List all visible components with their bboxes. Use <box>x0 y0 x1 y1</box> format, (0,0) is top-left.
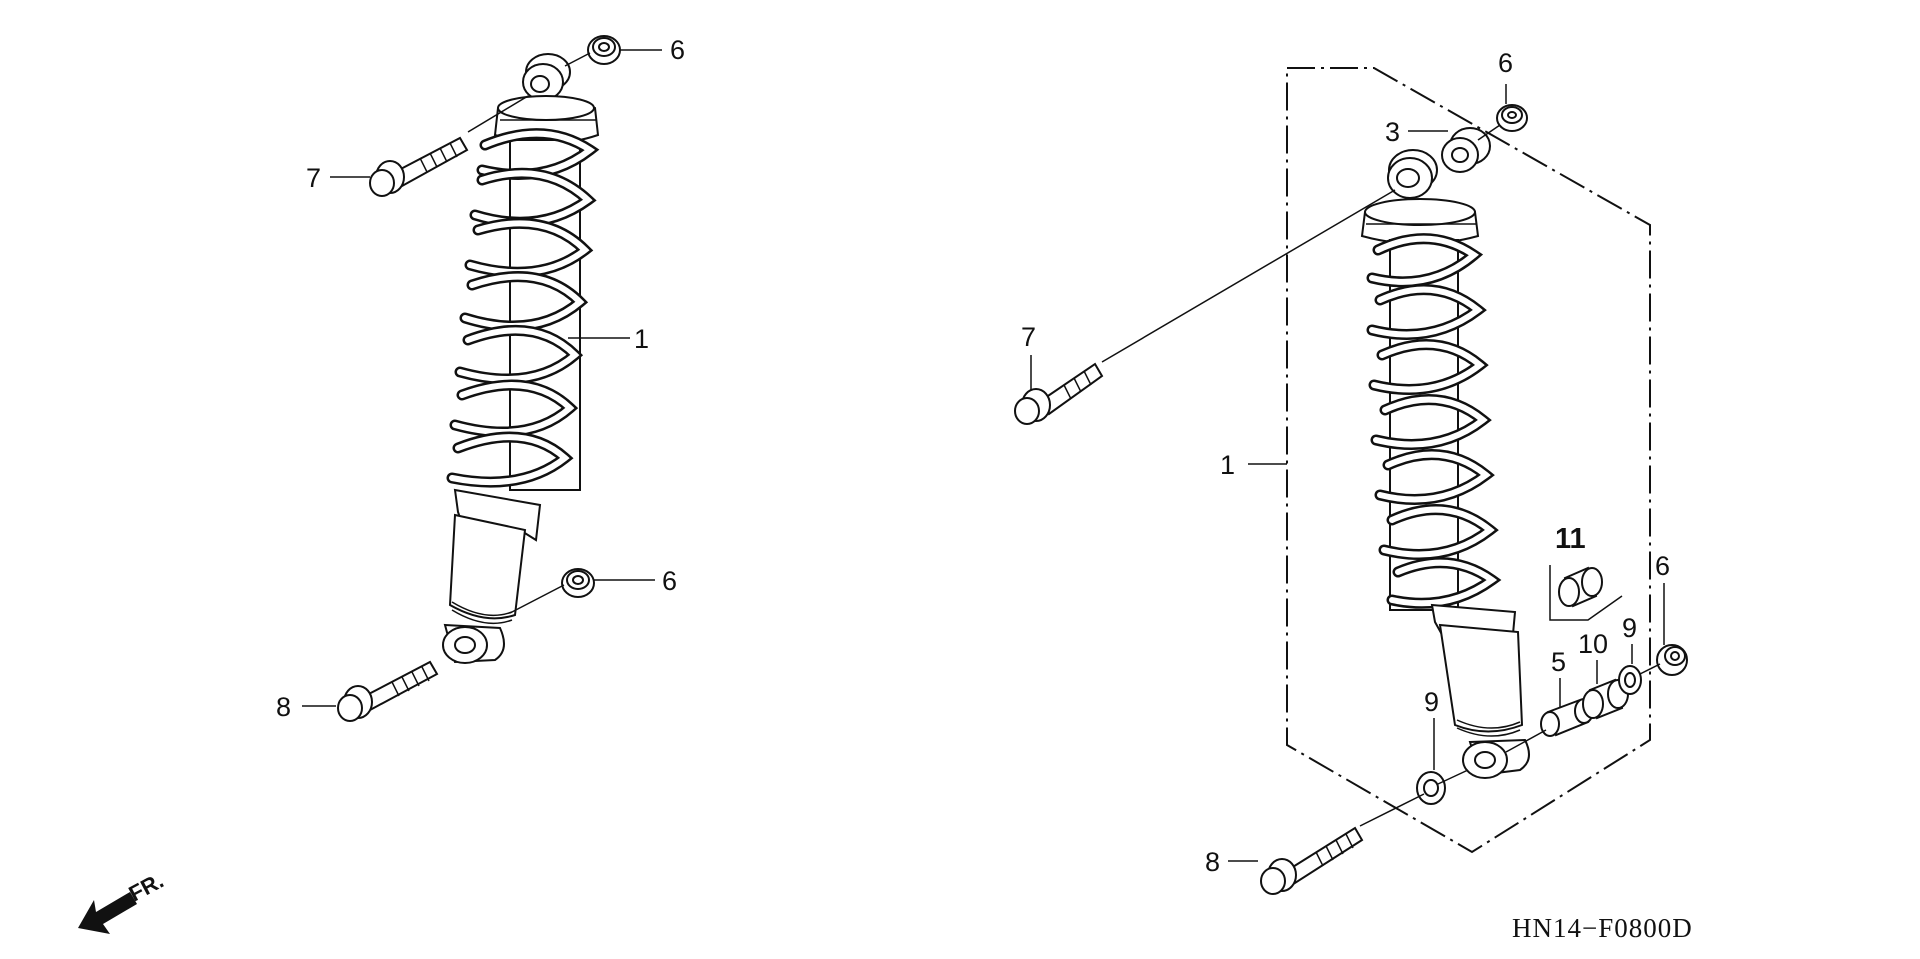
callout-right-lower-bolt: 8 <box>1205 847 1220 877</box>
right-upper-bushing[interactable] <box>1441 127 1491 173</box>
callout-right-kit: 11 <box>1555 523 1586 555</box>
left-top-flange-nut[interactable] <box>587 35 621 65</box>
right-side-flange-nut[interactable] <box>1656 644 1688 676</box>
callout-right-shock-assembly: 1 <box>1220 450 1235 480</box>
assembly-boundary-frame <box>1286 67 1651 854</box>
callout-right-upper-bolt: 7 <box>1021 322 1036 352</box>
callout-right-collar: 5 <box>1551 647 1566 677</box>
callout-left-lower-bolt: 8 <box>276 692 291 722</box>
left-upper-bolt[interactable] <box>369 136 469 197</box>
left-lower-bolt[interactable] <box>337 660 439 722</box>
callout-left-bottom-nut: 6 <box>662 566 677 596</box>
right-shock-absorber[interactable] <box>1360 149 1530 779</box>
front-direction-arrow: FR. <box>78 868 168 934</box>
callout-left-shock: 1 <box>634 324 649 354</box>
callout-left-upper-bolt: 7 <box>306 163 321 193</box>
right-upper-bolt[interactable] <box>1014 362 1104 425</box>
callout-right-dust-seal-right: 9 <box>1622 613 1637 643</box>
diagram-code: HN14−F0800D <box>1512 913 1693 943</box>
right-dust-seal-left[interactable] <box>1416 771 1446 805</box>
callout-right-bearing: 10 <box>1578 629 1608 659</box>
left-shock-absorber[interactable] <box>442 53 600 664</box>
arrow-left-icon <box>78 892 137 934</box>
callout-right-side-nut: 6 <box>1655 551 1670 581</box>
callout-right-top-nut: 6 <box>1498 48 1513 78</box>
right-top-flange-nut[interactable] <box>1496 104 1528 132</box>
left-bottom-flange-nut[interactable] <box>561 568 595 598</box>
bearing-kit[interactable] <box>1549 565 1623 621</box>
callout-right-dust-seal-left: 9 <box>1424 687 1439 717</box>
callout-left-top-nut: 6 <box>670 35 685 65</box>
right-dust-seal-right[interactable] <box>1618 665 1642 695</box>
right-lower-bolt[interactable] <box>1260 826 1364 895</box>
callout-right-bushing: 3 <box>1385 117 1400 147</box>
